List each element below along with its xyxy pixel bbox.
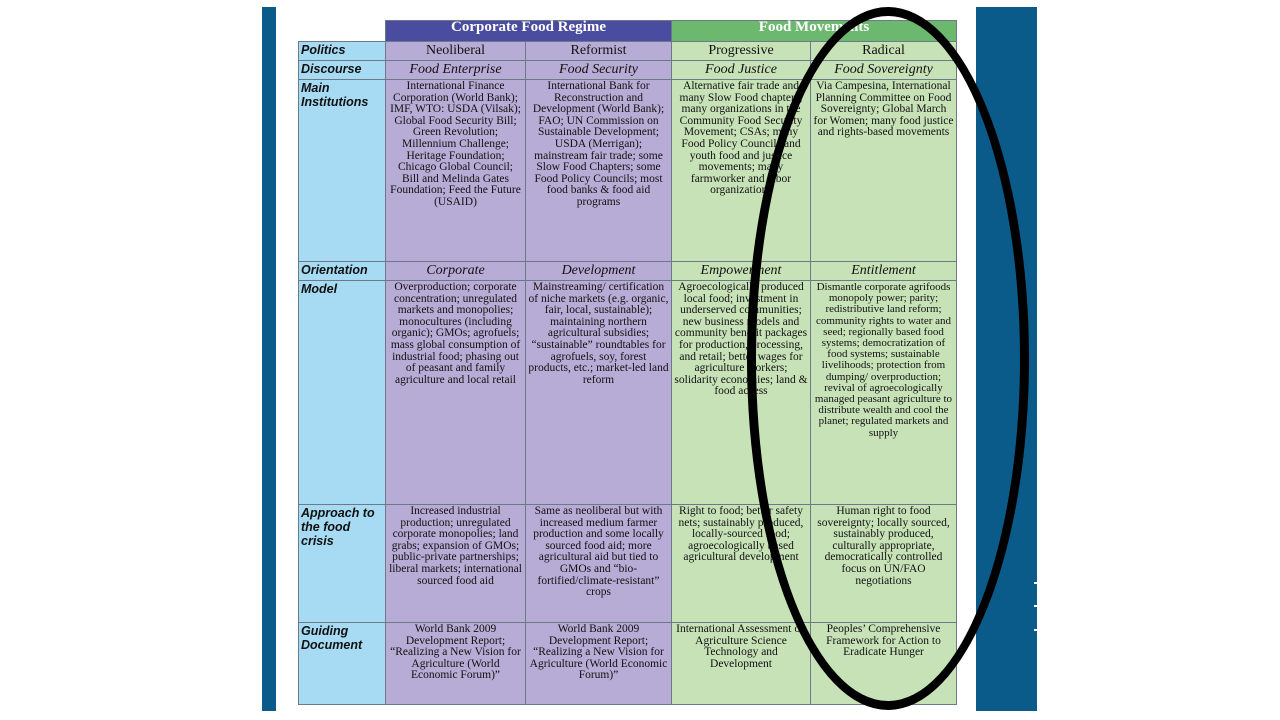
cell-institutions-progressive: Alternative fair trade and many Slow Foo… xyxy=(671,79,811,262)
cell-institutions-reformist: International Bank for Reconstruction an… xyxy=(525,79,672,262)
row-label-model: Model xyxy=(298,280,386,505)
cell-orientation-radical: Entitlement xyxy=(810,261,957,281)
table-row-guiding: Guiding Document World Bank 2009 Develop… xyxy=(298,622,957,705)
slide-left-bar xyxy=(262,7,276,711)
cell-institutions-radical: Via Campesina, International Planning Co… xyxy=(810,79,957,262)
cell-approach-neoliberal: Increased industrial production; unregul… xyxy=(385,504,526,623)
cell-model-reformist: Mainstreaming/ certification of niche ma… xyxy=(525,280,672,505)
table-row-institutions: Main Institutions International Finance … xyxy=(298,79,957,262)
cell-model-progressive: Agroecologically produced local food; in… xyxy=(671,280,811,505)
slide-page: Corporate Food Regime Food Movements Pol… xyxy=(276,7,1029,711)
table-row-politics: Politics Neoliberal Reformist Progressiv… xyxy=(298,41,957,61)
bar-tick-mark xyxy=(1034,605,1037,607)
table-row-discourse: Discourse Food Enterprise Food Security … xyxy=(298,60,957,80)
cell-model-radical: Dismantle corporate agrifoods monopoly p… xyxy=(810,280,957,505)
cell-guiding-radical: Peoples’ Comprehensive Framework for Act… xyxy=(810,622,957,705)
cell-discourse-radical: Food Sovereignty xyxy=(810,60,957,80)
cell-model-neoliberal: Overproduction; corporate concentration;… xyxy=(385,280,526,505)
row-label-approach: Approach to the food crisis xyxy=(298,504,386,623)
cell-guiding-neoliberal: World Bank 2009 Development Report; “Rea… xyxy=(385,622,526,705)
cell-politics-progressive: Progressive xyxy=(671,41,811,61)
cell-discourse-reformist: Food Security xyxy=(525,60,672,80)
cell-orientation-progressive: Empowerment xyxy=(671,261,811,281)
header-food-movements: Food Movements xyxy=(671,20,957,42)
food-regime-table: Corporate Food Regime Food Movements Pol… xyxy=(298,20,957,705)
cell-discourse-progressive: Food Justice xyxy=(671,60,811,80)
row-label-discourse: Discourse xyxy=(298,60,386,80)
row-label-guiding: Guiding Document xyxy=(298,622,386,705)
table-header-row: Corporate Food Regime Food Movements xyxy=(299,20,957,42)
row-label-politics: Politics xyxy=(298,41,386,61)
row-label-orientation: Orientation xyxy=(298,261,386,281)
cell-politics-reformist: Reformist xyxy=(525,41,672,61)
cell-institutions-neoliberal: International Finance Corporation (World… xyxy=(385,79,526,262)
cell-politics-neoliberal: Neoliberal xyxy=(385,41,526,61)
cell-approach-progressive: Right to food; better safety nets; susta… xyxy=(671,504,811,623)
table-row-orientation: Orientation Corporate Development Empowe… xyxy=(298,261,957,281)
bar-tick-mark xyxy=(1034,582,1037,584)
header-corporate-food-regime: Corporate Food Regime xyxy=(385,20,672,42)
cell-guiding-progressive: International Assessment on Agriculture … xyxy=(671,622,811,705)
corner-blank xyxy=(299,21,386,42)
bar-tick-mark xyxy=(1034,629,1037,631)
cell-orientation-reformist: Development xyxy=(525,261,672,281)
cell-orientation-neoliberal: Corporate xyxy=(385,261,526,281)
cell-discourse-neoliberal: Food Enterprise xyxy=(385,60,526,80)
cell-guiding-reformist: World Bank 2009 Development Report; “Rea… xyxy=(525,622,672,705)
row-label-institutions: Main Institutions xyxy=(298,79,386,262)
cell-approach-radical: Human right to food sovereignty; locally… xyxy=(810,504,957,623)
table-row-approach: Approach to the food crisis Increased in… xyxy=(298,504,957,623)
slide-right-bar xyxy=(976,7,1037,711)
cell-approach-reformist: Same as neoliberal but with increased me… xyxy=(525,504,672,623)
table-row-model: Model Overproduction; corporate concentr… xyxy=(298,280,957,505)
cell-politics-radical: Radical xyxy=(810,41,957,61)
